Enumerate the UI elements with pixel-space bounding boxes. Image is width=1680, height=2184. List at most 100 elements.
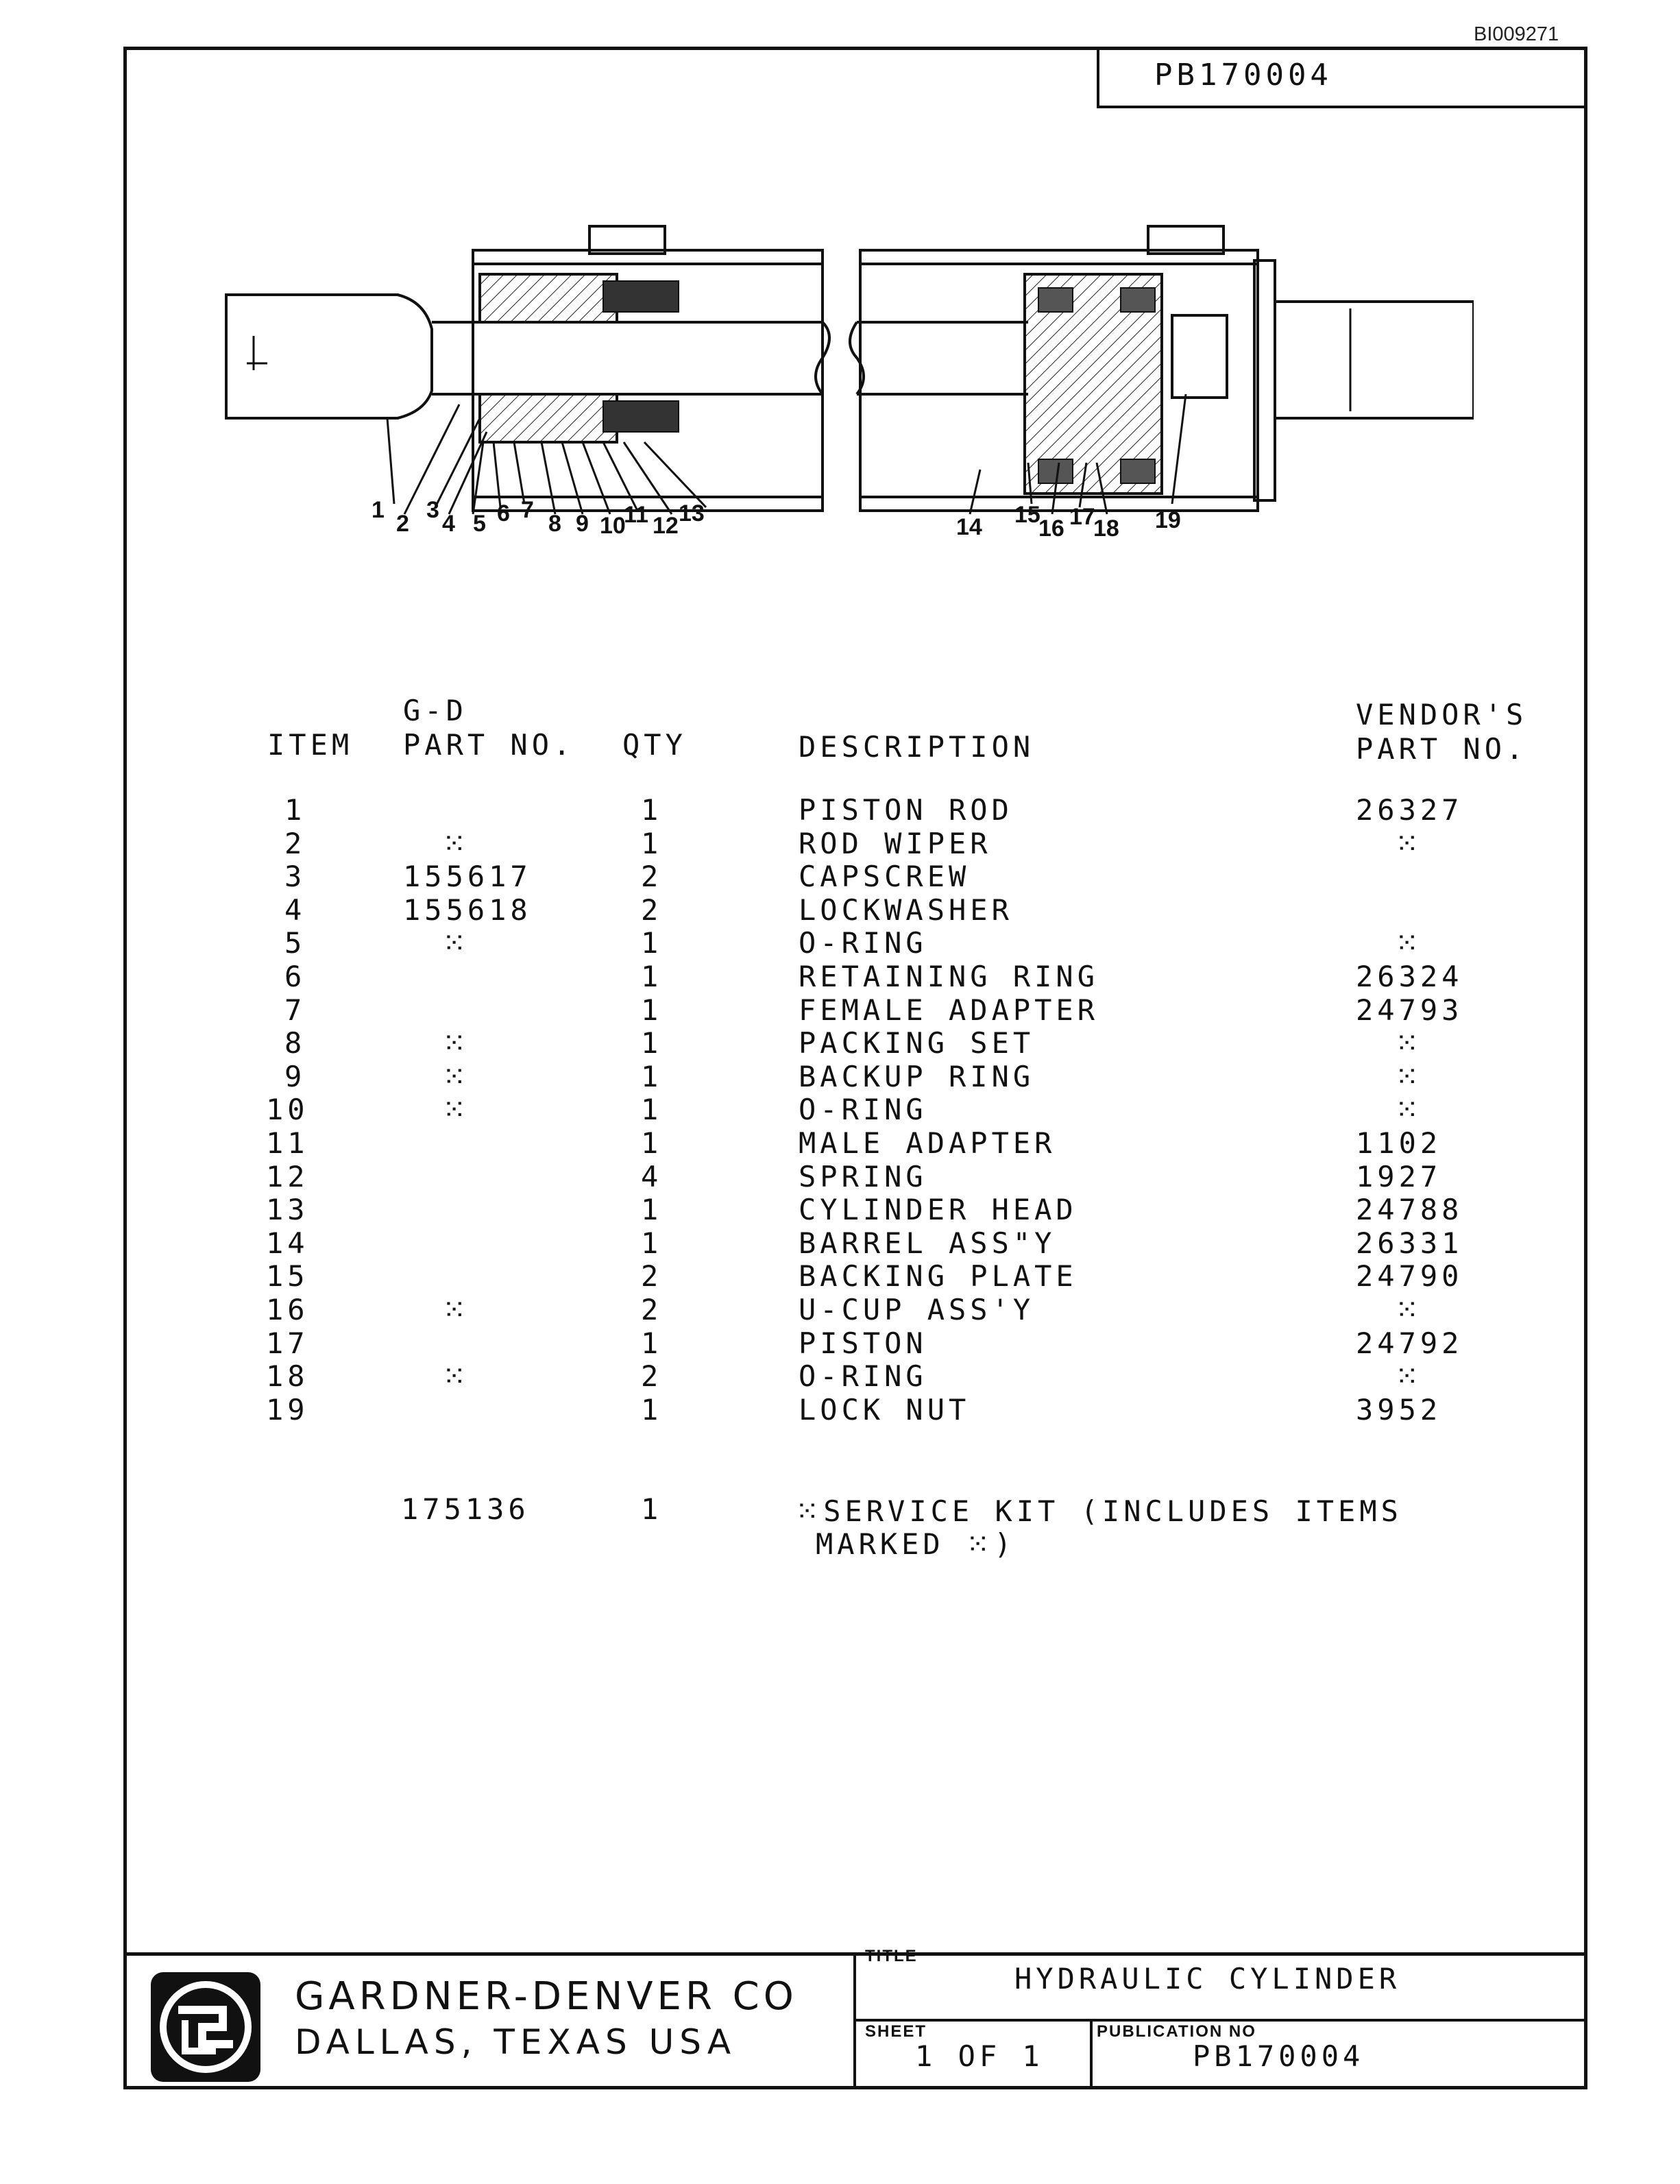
cell-qty: 1: [641, 1326, 663, 1360]
header-qty: QTY: [622, 728, 687, 762]
table-row: 12 4 SPRING 1927: [0, 1160, 1680, 1194]
callout-11: 11: [624, 502, 648, 528]
callout-17: 17: [1069, 504, 1095, 530]
cell-item: 2: [284, 826, 306, 860]
cell-qty: 1: [641, 926, 663, 960]
cell-description: LOCKWASHER: [799, 893, 1013, 927]
cell-item: 15: [266, 1259, 309, 1294]
header-gd-line1: G-D: [403, 694, 467, 727]
cell-description: PACKING SET: [799, 1026, 1035, 1060]
cell-item: 12: [266, 1159, 309, 1193]
cell-gd-part: ⁙: [442, 1293, 471, 1326]
cell-qty: 1: [641, 1059, 663, 1093]
cell-item: 1: [284, 793, 306, 827]
kit-gd-part: 175136: [401, 1492, 530, 1526]
publication-box: PB170004: [1097, 48, 1587, 108]
cell-vendor-part: 24792: [1356, 1326, 1463, 1360]
cell-item: 10: [266, 1093, 309, 1127]
cell-item: 8: [284, 1026, 306, 1060]
cell-vendor-part: 26331: [1356, 1226, 1463, 1260]
cell-description: O-RING: [799, 1359, 927, 1394]
cylinder-cross-section-drawing: 1 2 3 4 5 6 7 8 9 10 11 12 13 14 15 16 1…: [225, 225, 1474, 542]
callout-19: 19: [1155, 507, 1181, 533]
left-clevis: [225, 293, 433, 420]
right-port: [1147, 225, 1225, 255]
cell-description: LOCK NUT: [799, 1392, 971, 1427]
cell-item: 9: [284, 1059, 306, 1093]
lock-nut: [1171, 314, 1228, 399]
cell-vendor-part: 26324: [1356, 960, 1463, 993]
cell-qty: 1: [641, 960, 663, 993]
cell-description: CAPSCREW: [799, 860, 971, 894]
cell-vendor-part: ⁙: [1395, 1026, 1424, 1060]
piston-rod: [432, 321, 823, 396]
cell-item: 4: [284, 893, 306, 927]
cell-gd-part: ⁙: [442, 826, 471, 860]
cell-vendor-part: ⁙: [1395, 1093, 1424, 1127]
publication-label: PUBLICATION NO: [1097, 2022, 1256, 2041]
cell-qty: 1: [641, 1126, 663, 1160]
header-vendor-line2: PART NO.: [1356, 732, 1528, 766]
cell-description: SPRING: [799, 1159, 927, 1193]
cell-vendor-part: 24788: [1356, 1193, 1463, 1227]
cell-description: O-RING: [799, 926, 927, 960]
cell-qty: 2: [641, 1293, 663, 1326]
cell-vendor-part: 24790: [1356, 1259, 1463, 1294]
cell-description: CYLINDER HEAD: [799, 1193, 1078, 1227]
cell-vendor-part: 1927: [1356, 1159, 1442, 1193]
header-item: ITEM: [267, 728, 354, 762]
title-label: TITLE: [865, 1947, 918, 1965]
left-port: [588, 225, 666, 255]
callout-2: 2: [396, 511, 409, 537]
barrel-left: [472, 249, 824, 512]
drawing-title: HYDRAULIC CYLINDER: [1014, 1962, 1401, 1995]
callout-7: 7: [521, 497, 534, 523]
title-block-divider: [853, 2019, 1587, 2022]
callout-18: 18: [1093, 515, 1119, 542]
cell-qty: 2: [641, 893, 663, 927]
callout-4: 4: [442, 511, 455, 537]
cell-vendor-part: 26327: [1356, 793, 1463, 827]
document-id: BI009271: [1474, 23, 1559, 45]
right-clevis: [1275, 300, 1474, 420]
cell-item: 7: [284, 993, 306, 1027]
cell-gd-part: ⁙: [442, 1059, 471, 1093]
publication-number: PB170004: [1193, 2039, 1365, 2073]
sheet-label: SHEET: [865, 2022, 927, 2041]
callout-12: 12: [653, 513, 679, 539]
table-row: 4 155618 2 LOCKWASHER: [0, 893, 1680, 927]
company-location: DALLAS, TEXAS USA: [295, 2022, 737, 2062]
cell-description: FEMALE ADAPTER: [799, 993, 1099, 1027]
gardner-denver-logo: [151, 1972, 260, 2082]
cell-gd-part: 155618: [403, 893, 532, 927]
cell-item: 17: [266, 1326, 309, 1360]
cell-gd-part: ⁙: [442, 1359, 471, 1394]
cell-item: 19: [266, 1392, 309, 1427]
company-name: GARDNER-DENVER CO: [295, 1974, 798, 2019]
cell-qty: 2: [641, 860, 663, 894]
kit-description-line1: ⁙SERVICE KIT (INCLUDES ITEMS: [795, 1494, 1402, 1528]
cell-qty: 4: [641, 1159, 663, 1193]
cell-item: 14: [266, 1226, 309, 1260]
cell-qty: 2: [641, 1359, 663, 1394]
cell-vendor-part: ⁙: [1395, 926, 1424, 960]
cell-item: 18: [266, 1359, 309, 1394]
callout-3: 3: [426, 497, 439, 523]
cell-item: 3: [284, 860, 306, 894]
header-vendor-line1: VENDOR'S: [1356, 698, 1528, 731]
callout-6: 6: [497, 500, 510, 526]
cell-item: 5: [284, 926, 306, 960]
